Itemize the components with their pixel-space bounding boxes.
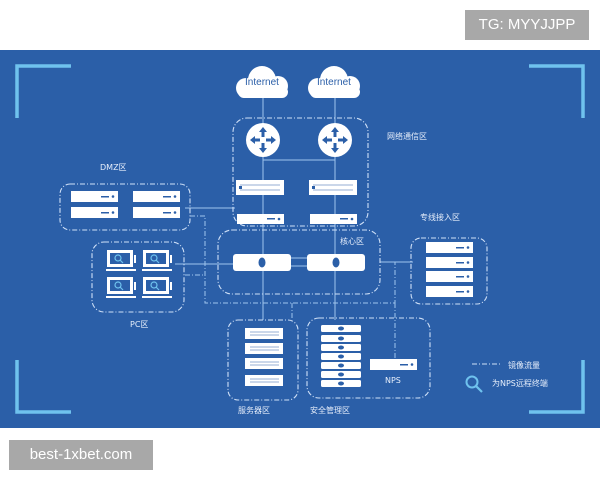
diagram-graphics xyxy=(15,64,585,414)
legend-mirror-label: 镜像流量 xyxy=(508,361,540,370)
cloud-label-2: Internet xyxy=(317,77,351,88)
zone-label-dmz: DMZ区 xyxy=(100,163,127,172)
dmz-servers xyxy=(71,191,180,218)
corner-brackets xyxy=(15,64,585,414)
nps-device xyxy=(370,359,417,370)
cloud-label-1: Internet xyxy=(245,77,279,88)
legend-graphics xyxy=(465,363,500,393)
cloud-icons xyxy=(236,66,360,98)
zone-label-pc: PC区 xyxy=(130,320,149,329)
server-rack xyxy=(245,328,283,386)
zone-label-core: 核心区 xyxy=(340,237,364,246)
zone-label-security: 安全管理区 xyxy=(310,406,350,415)
nps-label: NPS xyxy=(385,376,401,385)
zone-boxes xyxy=(59,117,488,401)
network-diagram: Internet Internet 网络通信区 DMZ区 核心区 专线接入区 P… xyxy=(0,50,600,428)
leased-line-servers xyxy=(426,242,473,297)
router-icons xyxy=(246,123,352,157)
watermark-top: TG: MYYJJPP xyxy=(465,10,589,40)
security-stack xyxy=(321,325,361,387)
links xyxy=(175,98,413,320)
network-servers xyxy=(236,180,357,224)
pc-icons xyxy=(106,250,172,298)
zone-label-network: 网络通信区 xyxy=(387,132,427,141)
mirror-links xyxy=(185,215,413,360)
core-switches xyxy=(233,254,365,271)
zone-label-leased-line: 专线接入区 xyxy=(420,213,460,222)
watermark-bottom: best-1xbet.com xyxy=(9,440,153,470)
zone-label-server: 服务器区 xyxy=(238,406,270,415)
legend-nps-terminal-label: 为NPS远程终端 xyxy=(492,379,548,388)
